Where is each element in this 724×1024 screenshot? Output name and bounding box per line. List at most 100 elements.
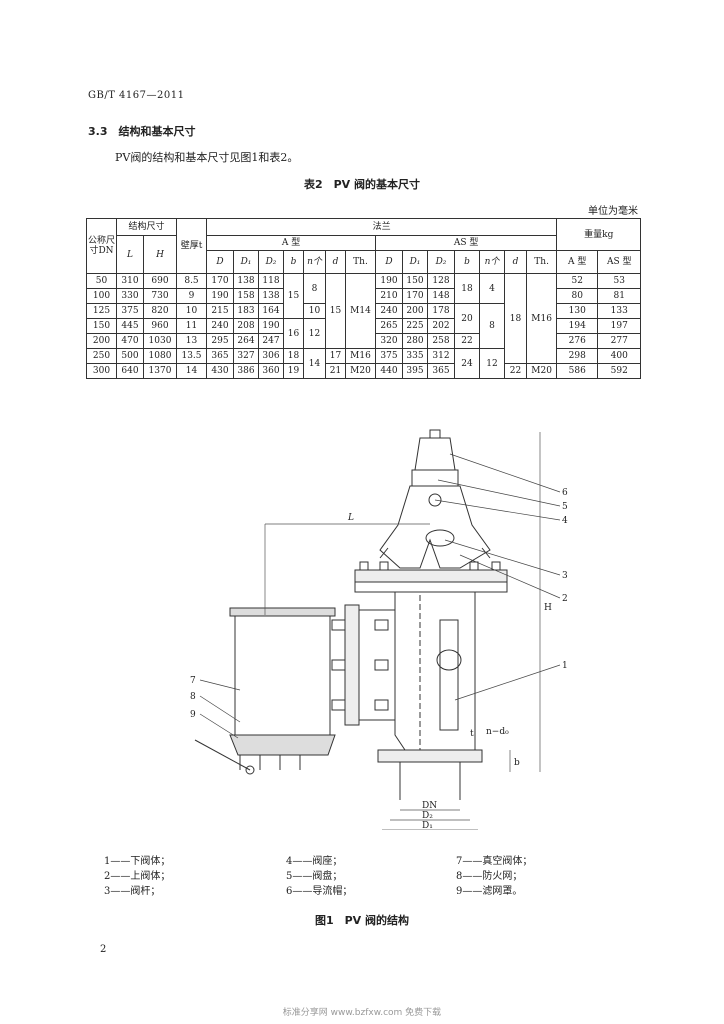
th-as-D: D: [375, 250, 404, 274]
table-cell: 400: [597, 348, 642, 364]
table-cell: 170: [206, 273, 235, 289]
table-cell: 100: [86, 288, 117, 304]
callout-1: 1: [562, 661, 568, 671]
th-as-n: n个: [479, 250, 506, 274]
table-cell: 295: [206, 333, 235, 349]
table-cell: 50: [86, 273, 117, 289]
dim-t: t: [470, 729, 474, 739]
table-cell: M20: [345, 363, 377, 379]
table-row: 200 470 1030 13 295 264 247 320 280 258 …: [86, 333, 642, 349]
table-cell: 277: [597, 333, 642, 349]
table-cell: 183: [233, 303, 260, 319]
th-nominal: 公称尺寸DN: [86, 218, 117, 274]
callout-7: 7: [190, 676, 196, 686]
table-cell: 395: [402, 363, 429, 379]
table-cell: 276: [556, 333, 599, 349]
th-a-th: Th.: [345, 250, 377, 274]
table-cell: 360: [258, 363, 285, 379]
guide-cap: [411, 429, 459, 507]
th-as-D1: D₁: [402, 250, 429, 274]
table-row: 125 375 820 10 215 183 164 10 240 200 17…: [86, 303, 642, 349]
table-row: 250 500 1080 13.5 365 327 306 18 14 17 M…: [86, 348, 642, 379]
table-cell: 130: [556, 303, 599, 319]
th-mass: 重量kg: [556, 218, 642, 251]
table-cell: 138: [258, 288, 285, 304]
table-cell: 330: [116, 288, 144, 304]
table-cell: 11: [176, 318, 208, 334]
callout-8: 8: [190, 692, 196, 702]
table-cell: 312: [427, 348, 456, 364]
table-cell: 15: [325, 273, 347, 349]
table-cell: 258: [427, 333, 456, 349]
table-cell: 13.5: [176, 348, 208, 364]
vacuum-valve: [194, 607, 336, 775]
table-cell: 12: [479, 348, 506, 379]
table-cell: 150: [86, 318, 117, 334]
legend-col-2: 4——阀座； 5——阀盘； 6——导流帽；: [286, 856, 353, 897]
section-title: 3.3 结构和基本尺寸: [88, 125, 196, 138]
table-cell: 190: [206, 288, 235, 304]
table-cell: 9: [176, 288, 208, 304]
table-cell: 158: [233, 288, 260, 304]
table-cell: 164: [258, 303, 285, 319]
table-cell: 440: [375, 363, 404, 379]
table-cell: 118: [258, 273, 285, 289]
callout-leaders: [199, 453, 561, 739]
table-cell: 306: [258, 348, 285, 364]
table-cell: 470: [116, 333, 144, 349]
table-cell: 280: [402, 333, 429, 349]
table-cell: 247: [258, 333, 285, 349]
table-cell: 445: [116, 318, 144, 334]
table-cell: 208: [233, 318, 260, 334]
table-cell: 197: [597, 318, 642, 334]
table-cell: 21: [325, 363, 347, 379]
th-mass-a: A 型: [556, 250, 599, 274]
table-cell: 133: [597, 303, 642, 319]
callout-4: 4: [562, 516, 568, 526]
table-cell: M16: [345, 348, 377, 364]
table-cell: 327: [233, 348, 260, 364]
table-cell: 14: [303, 348, 327, 379]
table-cell: 19: [283, 363, 305, 379]
table-cell: 202: [427, 318, 456, 334]
table-cell: 500: [116, 348, 144, 364]
th-H: H: [142, 235, 178, 274]
table-cell: 240: [375, 303, 404, 319]
th-struct: 结构尺寸: [115, 218, 178, 236]
table-cell: 53: [597, 273, 642, 289]
table-cell: 178: [427, 303, 456, 319]
figure-labels: L H DN D₂ D₁ D b t n−d₀ 6 5 4 3 2 1 7 8 …: [190, 488, 568, 830]
table-cell: 13: [176, 333, 208, 349]
table-cell: 375: [116, 303, 144, 319]
table-cell: 10: [303, 303, 327, 319]
callout-9: 9: [190, 710, 196, 720]
bottom-flange: [377, 749, 483, 800]
table-cell: 298: [556, 348, 599, 364]
th-a-D2: D₂: [258, 250, 285, 274]
table-row: 150 445 960 11 240 208 190 16 12 265 225…: [86, 318, 642, 349]
table-cell: 8: [479, 303, 506, 349]
dim-L: L: [347, 513, 354, 523]
table-cell: 170: [402, 288, 429, 304]
table-cell: 10: [176, 303, 208, 319]
table-cell: 20: [454, 303, 481, 334]
table-cell: 8.5: [176, 273, 208, 289]
th-a-D1: D₁: [233, 250, 260, 274]
th-wall: 壁厚t: [176, 218, 208, 274]
table-cell: 335: [402, 348, 429, 364]
th-flange: 法兰: [206, 218, 558, 236]
table-cell: 820: [142, 303, 178, 319]
table-cell: 300: [86, 363, 117, 379]
table-cell: 12: [303, 318, 327, 349]
callout-2: 2: [562, 594, 568, 604]
table-unit: 单位为毫米: [588, 206, 638, 217]
legend-col-3: 7——真空阀体； 8——防火网； 9——滤网罩。: [456, 856, 533, 897]
table-cell: 148: [427, 288, 456, 304]
dim-H: H: [544, 603, 552, 613]
table-row: 300 640 1370 14 430 386 360 19 21 M20 44…: [86, 363, 642, 379]
table-cell: 14: [176, 363, 208, 379]
table-cell: 200: [402, 303, 429, 319]
table-cell: 365: [427, 363, 456, 379]
dim-D2: D₂: [422, 811, 433, 821]
table-cell: 81: [597, 288, 642, 304]
